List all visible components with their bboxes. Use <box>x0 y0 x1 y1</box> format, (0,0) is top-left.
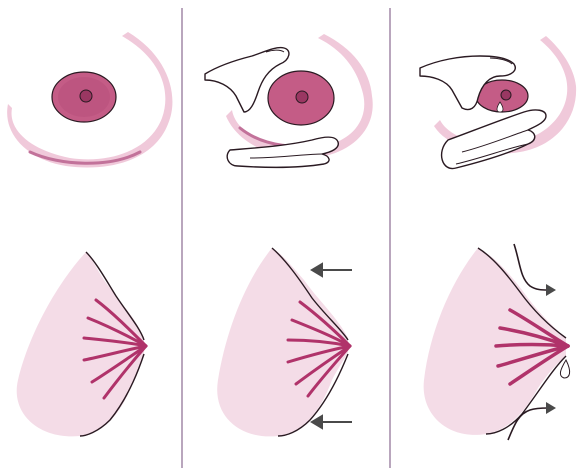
milk-drop-icon <box>560 360 569 378</box>
nipple <box>501 90 511 100</box>
fingers-below <box>227 137 338 167</box>
breast-profile <box>17 252 144 436</box>
panel-1-front-view <box>7 32 172 167</box>
breast-profile <box>424 248 566 435</box>
left-arrow-icon <box>312 416 352 428</box>
fingers-below <box>442 110 546 169</box>
panel-2-profile <box>217 248 352 436</box>
panel-2-c-hold <box>205 34 373 167</box>
right-arrow-head <box>546 402 556 414</box>
nipple <box>296 91 308 103</box>
panel-3-squeeze <box>420 36 576 169</box>
panel-3-profile <box>424 244 570 440</box>
left-arrow-icon <box>312 264 352 276</box>
panel-1-profile <box>17 252 146 436</box>
right-arrow-icon <box>514 244 548 290</box>
right-arrow-head <box>546 284 556 296</box>
nipple <box>80 90 92 102</box>
